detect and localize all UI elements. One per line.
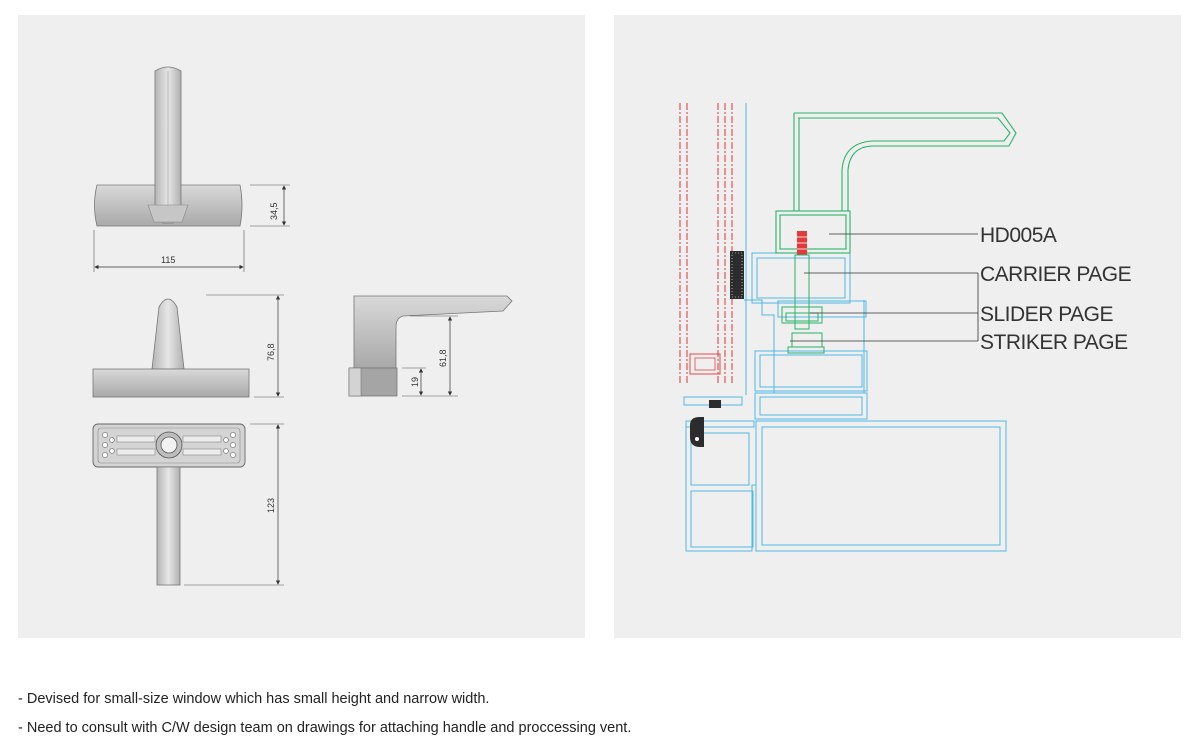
slider-and-striker-parts — [781, 254, 825, 354]
bottom-view-handle — [92, 423, 246, 586]
dim-label-side-base-height: 19 — [410, 377, 420, 387]
note-item: - Devised for small-size window which ha… — [18, 691, 490, 707]
installation-section-drawing: HD005A CARRIER PAGE SLIDER PAGE STRIKER … — [614, 15, 1181, 638]
front-view-handle — [92, 298, 250, 398]
handle-orthographic-drawing: 34,5 115 76,8 61,8 — [18, 15, 585, 638]
top-view-handle — [94, 66, 243, 227]
dim-label-side-height: 61,8 — [438, 349, 448, 367]
notes-list: - Devised for small-size window which ha… — [18, 690, 1178, 748]
dimension-base-height: 34,5 — [250, 184, 290, 227]
callout-slider-page: SLIDER PAGE — [980, 303, 1113, 326]
dim-label-front-height: 76,8 — [266, 343, 276, 361]
dimension-bottom-length: 123 — [184, 423, 284, 586]
dim-label-base-height: 34,5 — [269, 202, 279, 220]
callout-carrier-page: CARRIER PAGE — [980, 263, 1132, 286]
callout-hd005a: HD005A — [980, 224, 1057, 247]
handle-hd005a — [775, 112, 1017, 254]
dim-label-base-width: 115 — [161, 255, 175, 265]
dimension-base-width: 115 — [93, 230, 245, 272]
dimension-front-height: 76,8 — [206, 294, 284, 398]
side-view-handle — [348, 295, 513, 397]
callout-leaders — [790, 233, 979, 342]
callout-striker-page: STRIKER PAGE — [980, 331, 1128, 354]
note-item: - Need to consult with C/W design team o… — [18, 720, 632, 736]
screw — [797, 231, 807, 255]
glass-pane — [679, 103, 733, 385]
dimension-side-height: 61,8 19 — [402, 315, 458, 397]
rubber-gaskets — [690, 251, 744, 447]
dim-label-bottom-length: 123 — [266, 498, 276, 513]
